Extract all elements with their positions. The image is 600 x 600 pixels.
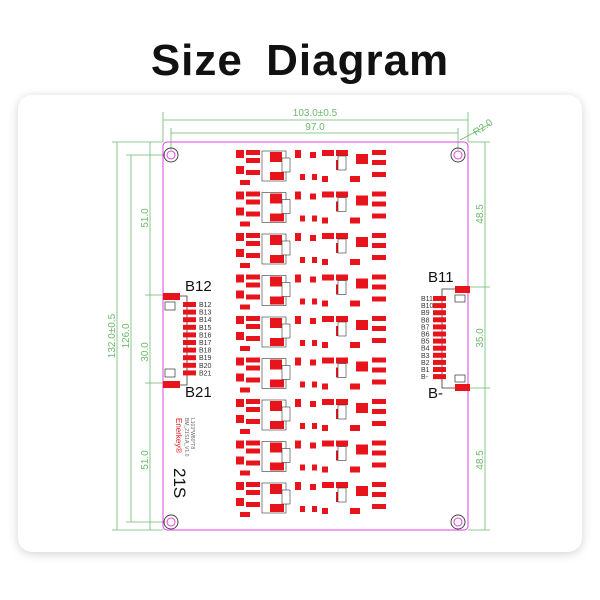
balance-module [236, 316, 386, 351]
brand-label: Enerkey® [174, 418, 183, 453]
pin-pad [183, 347, 196, 353]
pin-label: B2 [421, 360, 430, 367]
pin-label: B8 [421, 317, 430, 324]
pin-pad [183, 362, 196, 368]
left-top-dim-label: 51.0 [140, 208, 151, 228]
pin-pad [183, 317, 196, 323]
pin-label: B3 [421, 353, 430, 360]
pin-label: B21 [199, 370, 212, 377]
balance-module [236, 440, 386, 476]
pin-label: B4 [421, 346, 430, 353]
model-label: BM_21S1A_V1.0 [183, 418, 189, 457]
balance-module [236, 274, 386, 310]
size-code-label: L103*W80*T8 [189, 418, 195, 449]
left-connector-top-label: B12 [185, 278, 212, 295]
pin-pad [433, 296, 446, 301]
balance-module [236, 399, 386, 434]
board-outline [162, 141, 469, 531]
pin-label: B9 [421, 310, 430, 317]
right-top-dim-label: 48.5 [475, 204, 486, 224]
pin-label: B6 [421, 332, 430, 339]
left-bottom-dim-label: 51.0 [140, 450, 151, 470]
right-connector-bottom-label: B- [428, 385, 443, 402]
pin-pad [183, 332, 196, 338]
pin-pad [183, 355, 196, 361]
corner-radius-label: R2.0 [471, 117, 495, 138]
pin-label: B20 [199, 363, 212, 370]
pcb-components [236, 150, 386, 517]
pin-pad [433, 303, 446, 309]
pin-pad [433, 338, 446, 344]
pin-pad [433, 345, 446, 351]
mounting-holes [163, 147, 466, 530]
pin-label: B1 [421, 367, 430, 374]
pin-pad [433, 310, 446, 316]
left-connector-bottom-label: B21 [185, 384, 212, 401]
right-connector-dim-label: 35.0 [475, 328, 486, 348]
right-connector-top-label: B11 [428, 269, 454, 286]
pin-pad [183, 302, 196, 307]
dimension-lines [112, 112, 491, 531]
pin-pad [433, 324, 446, 330]
balance-module [236, 191, 386, 227]
pin-label: B10 [421, 303, 434, 310]
pin-label: B11 [421, 296, 433, 303]
balance-module [236, 150, 386, 185]
pin-label: B5 [421, 339, 430, 346]
hole-spacing-height-label: 126.0 [121, 323, 132, 348]
pin-pad [433, 359, 446, 365]
pin-pad [183, 324, 196, 330]
pin-pad [433, 331, 446, 337]
pin-label: B16 [199, 332, 212, 339]
pin-pad [433, 317, 446, 323]
balance-module [236, 357, 386, 393]
pin-pad [433, 352, 446, 358]
overall-width-label: 103.0±0.5 [293, 108, 338, 119]
pin-label: B- [421, 374, 429, 381]
pin-pad [183, 370, 196, 376]
overall-height-label: 132.0±0.5 [107, 313, 118, 358]
pin-pad [183, 340, 196, 345]
pin-pad [433, 374, 446, 380]
left-connector-dim-label: 30.0 [140, 342, 151, 362]
pin-pad [183, 309, 196, 315]
pin-pad [433, 367, 446, 372]
series-label: 21S [170, 468, 189, 498]
pin-label: B18 [199, 348, 212, 355]
hole-spacing-width-label: 97.0 [305, 122, 325, 133]
pin-label: B14 [199, 317, 212, 324]
pin-label: B19 [199, 355, 212, 362]
balance-module [236, 233, 386, 268]
pin-label: B12 [199, 302, 212, 309]
pin-label: B7 [421, 324, 430, 331]
pin-label: B17 [199, 340, 212, 347]
balance-module [236, 482, 386, 517]
right-bottom-dim-label: 48.5 [475, 450, 486, 470]
pin-label: B15 [199, 325, 212, 332]
page-title: Size Diagram [150, 36, 450, 85]
pin-label: B13 [199, 310, 212, 317]
